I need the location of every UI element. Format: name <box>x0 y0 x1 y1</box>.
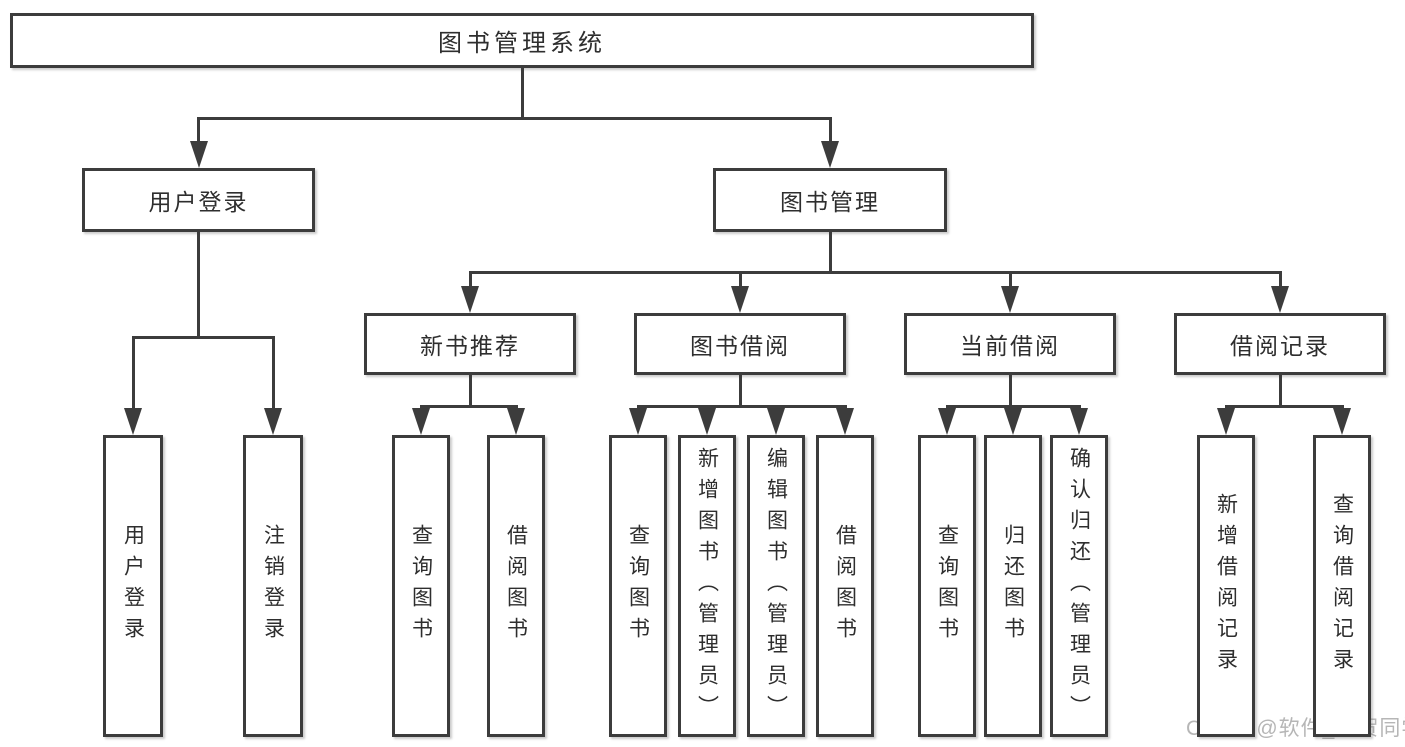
node-label-new_books: 新书推荐 <box>420 333 520 359</box>
connector-line <box>828 232 832 274</box>
node-label-root: 图书管理系统 <box>438 30 606 57</box>
node-label-login: 用户登录 <box>148 189 249 215</box>
node-root: 图书管理系统 <box>10 13 1034 68</box>
node-label-cb_return: 归还图书 <box>1001 524 1025 648</box>
arrowhead-down-icon <box>767 408 785 435</box>
node-label-book_mgmt: 图书管理 <box>780 189 880 215</box>
node-br_add: 新增借阅记录 <box>1197 435 1255 737</box>
connector-line <box>197 118 200 144</box>
connector-line <box>828 118 832 144</box>
node-label-br_query: 查询借阅记录 <box>1330 493 1354 679</box>
arrowhead-down-icon <box>1070 408 1088 435</box>
connector-line <box>1008 272 1012 289</box>
connector-line <box>468 272 472 289</box>
connector-line <box>738 375 742 408</box>
arrowhead-down-icon <box>412 408 430 435</box>
node-borrow_records: 借阅记录 <box>1174 313 1386 375</box>
arrowhead-down-icon <box>1004 408 1022 435</box>
arrowhead-down-icon <box>629 408 647 435</box>
node-book_borrow: 图书借阅 <box>634 313 846 375</box>
node-label-borrow_records: 借阅记录 <box>1230 333 1330 359</box>
connector-line <box>1008 375 1012 408</box>
node-label-bb_borrow: 借阅图书 <box>833 524 857 648</box>
arrowhead-down-icon <box>698 408 716 435</box>
node-nb_query: 查询图书 <box>392 435 450 737</box>
node-label-user_login: 用户登录 <box>121 524 145 648</box>
connector-line <box>131 337 135 411</box>
arrowhead-down-icon <box>189 141 208 168</box>
node-current_borrow: 当前借阅 <box>904 313 1116 375</box>
arrowhead-down-icon <box>1217 408 1235 435</box>
connector-line <box>197 116 832 120</box>
node-label-cb_query: 查询图书 <box>935 524 959 648</box>
node-bb_borrow: 借阅图书 <box>816 435 874 737</box>
node-bb_add: 新增图书（管理员） <box>678 435 736 737</box>
connector-line <box>419 404 518 408</box>
node-login: 用户登录 <box>82 168 315 232</box>
connector-line <box>738 272 742 289</box>
node-label-bb_query: 查询图书 <box>626 524 650 648</box>
arrowhead-down-icon <box>461 286 479 313</box>
node-label-book_borrow: 图书借阅 <box>690 333 790 359</box>
arrowhead-down-icon <box>1271 286 1289 313</box>
connector-line <box>131 335 275 339</box>
node-nb_borrow: 借阅图书 <box>487 435 545 737</box>
node-label-bb_add: 新增图书（管理员） <box>695 446 719 726</box>
arrowhead-down-icon <box>264 408 282 435</box>
node-book_mgmt: 图书管理 <box>713 168 947 232</box>
arrowhead-down-icon <box>1001 286 1019 313</box>
connector-line <box>1224 404 1344 408</box>
node-label-current_borrow: 当前借阅 <box>960 333 1060 359</box>
node-user_login: 用户登录 <box>103 435 163 737</box>
connector-line <box>636 404 847 408</box>
arrowhead-down-icon <box>124 408 142 435</box>
node-new_books: 新书推荐 <box>364 313 576 375</box>
connector-line <box>1278 375 1282 408</box>
node-label-br_add: 新增借阅记录 <box>1214 493 1238 679</box>
arrowhead-down-icon <box>836 408 854 435</box>
connector-line <box>197 232 200 339</box>
connector-line <box>271 337 275 411</box>
connector-line <box>1278 272 1282 289</box>
arrowhead-down-icon <box>731 286 749 313</box>
node-bb_query: 查询图书 <box>609 435 667 737</box>
node-label-nb_borrow: 借阅图书 <box>504 524 528 648</box>
node-label-bb_edit: 编辑图书（管理员） <box>764 446 788 726</box>
node-br_query: 查询借阅记录 <box>1313 435 1371 737</box>
arrowhead-down-icon <box>507 408 525 435</box>
node-cb_return: 归还图书 <box>984 435 1042 737</box>
node-bb_edit: 编辑图书（管理员） <box>747 435 805 737</box>
node-cb_confirm: 确认归还（管理员） <box>1050 435 1108 737</box>
node-cb_query: 查询图书 <box>918 435 976 737</box>
connector-line <box>468 270 1282 274</box>
connector-line <box>520 68 524 120</box>
arrowhead-down-icon <box>938 408 956 435</box>
node-label-nb_query: 查询图书 <box>409 524 433 648</box>
connector-line <box>468 375 472 408</box>
node-logout: 注销登录 <box>243 435 303 737</box>
arrowhead-down-icon <box>821 141 839 168</box>
node-label-cb_confirm: 确认归还（管理员） <box>1067 446 1091 726</box>
node-label-logout: 注销登录 <box>261 524 285 648</box>
arrowhead-down-icon <box>1333 408 1351 435</box>
